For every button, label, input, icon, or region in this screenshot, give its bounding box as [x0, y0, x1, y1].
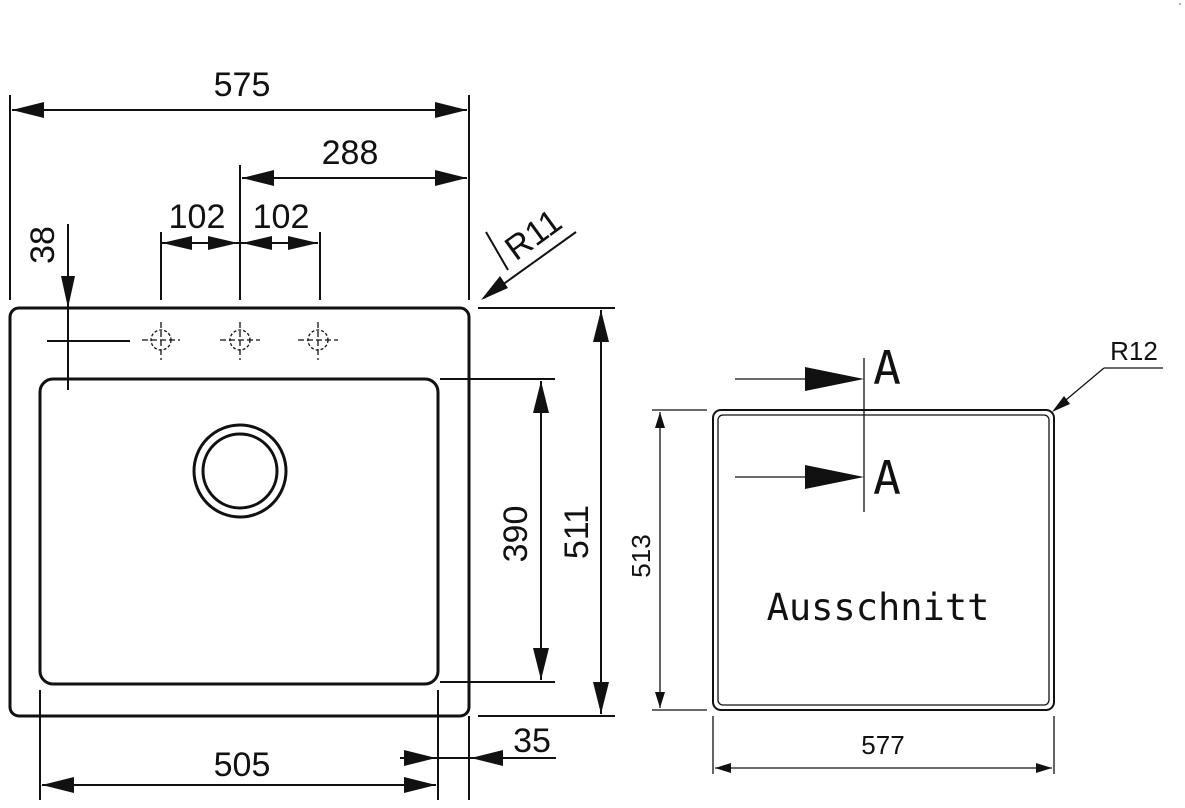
tap-hole-right-icon [298, 322, 338, 360]
dimension-label-288: 288 [322, 134, 379, 172]
section-label-a-top: A [873, 341, 901, 395]
dimension-tap-offset: 38 [24, 224, 75, 390]
section-label-a-bottom: A [873, 451, 901, 505]
dimension-label-102-left: 102 [169, 198, 226, 236]
dimension-label-r12: R12 [1110, 336, 1158, 366]
dimension-label-577: 577 [861, 730, 904, 760]
dimension-label-35: 35 [513, 722, 551, 760]
bowl-outline [38, 377, 440, 686]
dimension-label-38: 38 [24, 226, 62, 264]
dimension-label-102-right: 102 [253, 198, 310, 236]
dimension-overall-depth: 511 [478, 307, 615, 717]
dimension-rim-offset: 35 [400, 716, 556, 800]
sink-plan-view: 575 288 102 102 38 [8, 66, 615, 800]
dimension-label-r11: R11 [498, 202, 569, 268]
dimension-overall-width: 575 [9, 66, 470, 300]
dimension-label-575: 575 [214, 66, 271, 104]
dimension-label-505: 505 [214, 746, 271, 784]
dimension-cutout-height: 513 [626, 409, 707, 711]
dimension-bowl-width: 505 [39, 690, 439, 800]
tap-hole-center-icon [220, 322, 260, 360]
tap-hole-left-icon [142, 322, 180, 360]
dimension-bowl-depth: 390 [440, 378, 555, 683]
dimension-label-513: 513 [626, 534, 656, 577]
sink-outline [8, 306, 471, 718]
dimension-label-511: 511 [558, 505, 596, 559]
drain-icon [192, 423, 288, 519]
dimension-cutout-width: 577 [712, 716, 1055, 774]
dimension-cutout-radius: R12 [1052, 336, 1163, 412]
dimension-label-390: 390 [497, 506, 535, 563]
dimension-corner-radius: R11 [481, 202, 577, 300]
section-marker: A A [735, 341, 901, 512]
dimension-tap-spacing: 102 102 [160, 198, 321, 300]
dimension-half-width: 288 [239, 134, 467, 300]
cutout-label: Ausschnitt [767, 586, 990, 629]
cutout-view: A A Ausschnitt R12 513 577 [626, 336, 1163, 774]
cutout-outline [712, 409, 1055, 711]
